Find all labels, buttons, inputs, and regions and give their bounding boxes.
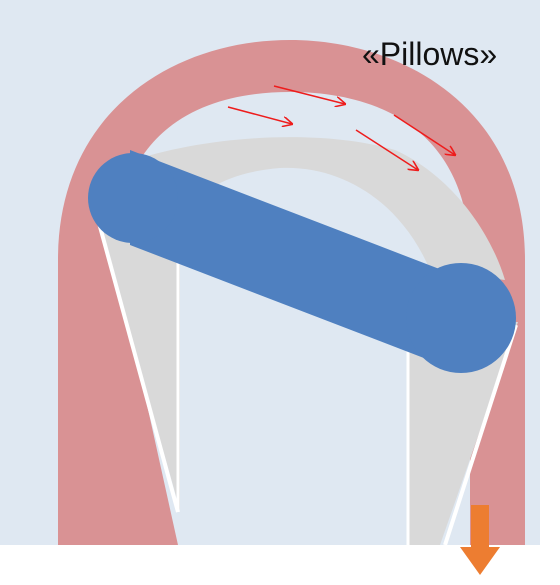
right-rotor-tip [406, 263, 516, 373]
pillows-label: «Pillows» [362, 36, 497, 72]
left-rotor-tip [88, 153, 178, 243]
